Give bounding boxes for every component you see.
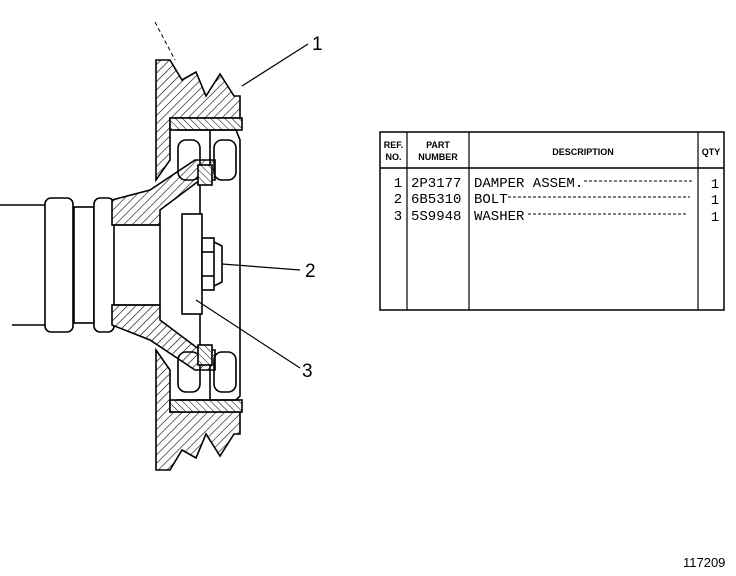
callout-3: 3 [302, 361, 313, 382]
row-3-qty: 1 [711, 210, 719, 226]
callout-2: 2 [305, 261, 316, 282]
row-1-description: DAMPER ASSEM. [474, 176, 583, 192]
row-2-qty: 1 [711, 193, 719, 209]
row-1-part: 2P3177 [411, 176, 461, 192]
pulley-upper [155, 59, 241, 183]
row-3-description: WASHER [474, 209, 525, 225]
row-1-qty: 1 [711, 177, 719, 193]
crankshaft [0, 197, 115, 333]
washer [181, 213, 203, 315]
row-1-ref: 1 [394, 176, 402, 192]
row-3-part: 5S9948 [411, 209, 461, 225]
inertia-ring-upper [169, 117, 243, 131]
hub-lower [111, 304, 216, 371]
bolt [201, 237, 223, 291]
figure-number: 117209 [683, 555, 725, 570]
header-ref-2: NO. [385, 152, 401, 162]
row-2-description: BOLT [474, 192, 508, 208]
header-part-2: NUMBER [418, 152, 458, 162]
damper-cross-section [0, 21, 243, 471]
header-part-1: PART [426, 140, 450, 150]
parts-table: REF. NO. PART NUMBER DESCRIPTION QTY 1 2… [379, 131, 725, 311]
row-2-part: 6B5310 [411, 192, 461, 208]
row-2-ref: 2 [394, 192, 402, 208]
header-description: DESCRIPTION [552, 147, 614, 157]
callout-leaders [195, 43, 309, 369]
callout-1: 1 [312, 34, 323, 55]
header-ref-1: REF. [384, 140, 404, 150]
row-3-ref: 3 [394, 209, 402, 225]
header-qty: QTY [702, 147, 721, 157]
